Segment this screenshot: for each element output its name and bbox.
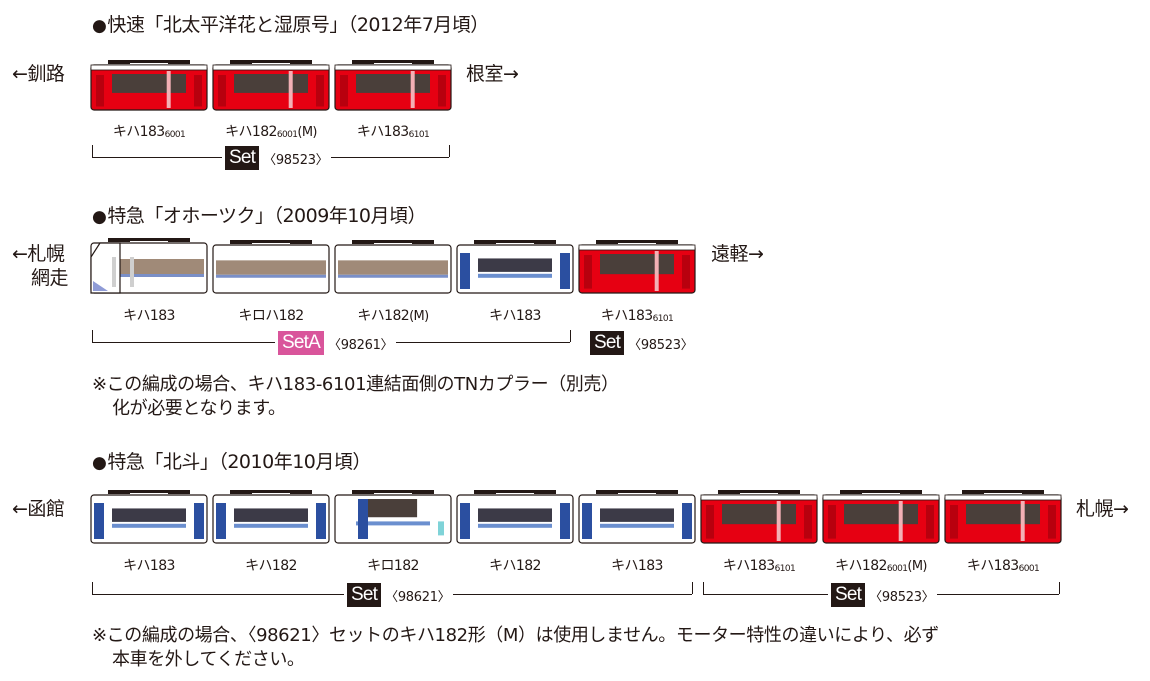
note-line: ※この編成の場合、〈98621〉セットのキハ182形（M）は使用しません。モータ… bbox=[92, 625, 939, 646]
car-label: キハ182(M) bbox=[357, 308, 429, 324]
car-label: キロハ182 bbox=[238, 308, 304, 324]
train-car bbox=[334, 490, 452, 544]
bracket-end bbox=[449, 145, 450, 157]
train-car bbox=[212, 60, 330, 111]
section-2-right-destination: 遠軽→ bbox=[711, 243, 764, 265]
set-label: Set 〈98523〉 bbox=[222, 146, 332, 170]
bracket-end bbox=[92, 582, 93, 594]
bracket-end bbox=[703, 582, 704, 594]
car-label: キハ1836101 bbox=[722, 558, 796, 574]
set-badge: Set bbox=[347, 583, 382, 607]
car-label: キハ1836001 bbox=[112, 124, 186, 140]
car-label: キハ1826001(M) bbox=[225, 124, 317, 140]
section-2-title: ●特急「オホーツク」（2009年10月頃） bbox=[92, 205, 426, 227]
set-number: 〈98523〉 bbox=[869, 589, 935, 605]
train-car bbox=[90, 238, 208, 294]
car-label: キハ183 bbox=[611, 558, 663, 574]
car-label: キハ183 bbox=[489, 308, 541, 324]
train-car bbox=[212, 490, 330, 544]
set-badge: Set bbox=[590, 331, 625, 355]
train-car bbox=[578, 240, 696, 294]
section-3-title: ●特急「北斗」（2010年10月頃） bbox=[92, 451, 371, 473]
set-badge: Set bbox=[831, 583, 866, 607]
bracket-end bbox=[570, 330, 571, 342]
car-label: キハ183 bbox=[123, 308, 175, 324]
car-label: キロ182 bbox=[367, 558, 419, 574]
train-car bbox=[700, 490, 818, 544]
set-label: SetA 〈98261〉 bbox=[275, 331, 397, 355]
section-1-left-destination: ←釧路 bbox=[12, 63, 65, 85]
train-car bbox=[212, 240, 330, 294]
car-label: キハ182 bbox=[489, 558, 541, 574]
car-label: キハ182 bbox=[245, 558, 297, 574]
set-label: Set 〈98523〉 bbox=[828, 583, 938, 607]
train-car bbox=[90, 490, 208, 544]
train-car bbox=[334, 60, 452, 111]
set-badge: SetA bbox=[278, 331, 324, 355]
set-label: Set 〈98523〉 bbox=[587, 331, 697, 355]
set-label: Set 〈98621〉 bbox=[344, 583, 454, 607]
bracket-end bbox=[92, 330, 93, 342]
section-3-right-destination: 札幌→ bbox=[1076, 498, 1129, 520]
section-3-left-destination: ←函館 bbox=[12, 498, 65, 520]
car-label: キハ1836001 bbox=[966, 558, 1040, 574]
note-line: ※この編成の場合、キハ183-6101連結面側のTNカプラー（別売） bbox=[92, 374, 619, 395]
train-car bbox=[822, 490, 940, 544]
note-line: 化が必要となります。 bbox=[112, 398, 286, 419]
train-car bbox=[456, 240, 574, 294]
train-car bbox=[578, 490, 696, 544]
set-number: 〈98261〉 bbox=[328, 337, 394, 353]
car-label: キハ1836101 bbox=[600, 308, 674, 324]
car-label: キハ1826001(M) bbox=[835, 558, 927, 574]
train-car bbox=[456, 490, 574, 544]
set-number: 〈98523〉 bbox=[263, 152, 329, 168]
bracket-end bbox=[1059, 582, 1060, 594]
set-number: 〈98523〉 bbox=[628, 337, 694, 353]
section-2-left-destination-line1: ←札幌 bbox=[12, 243, 65, 265]
train-car bbox=[90, 60, 208, 111]
note-line: 本車を外してください。 bbox=[112, 649, 305, 670]
set-badge: Set bbox=[225, 146, 260, 170]
bracket-end bbox=[692, 582, 693, 594]
car-label: キハ1836101 bbox=[356, 124, 430, 140]
section-1-title: ●快速「北太平洋花と湿原号」（2012年7月頃） bbox=[92, 14, 489, 36]
car-label: キハ183 bbox=[123, 558, 175, 574]
section-1-right-destination: 根室→ bbox=[466, 63, 519, 85]
set-number: 〈98621〉 bbox=[385, 589, 451, 605]
train-car bbox=[334, 240, 452, 294]
train-car bbox=[944, 490, 1062, 544]
bracket-end bbox=[92, 145, 93, 157]
section-2-left-destination-line2: 網走 bbox=[31, 267, 69, 289]
